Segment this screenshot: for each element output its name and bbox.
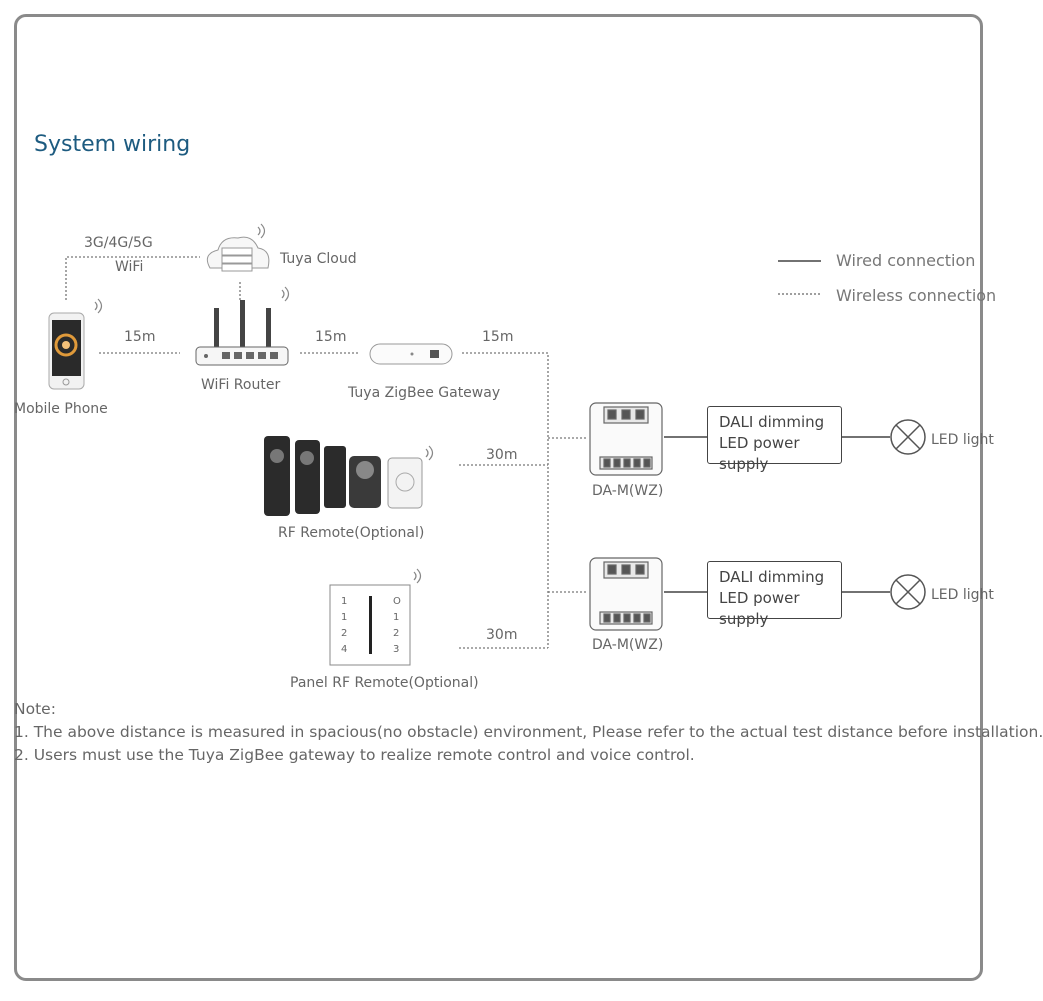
panel-key-label: 1 <box>341 612 348 623</box>
panel-remote-icon <box>329 584 411 666</box>
dam-label: DA-M(WZ) <box>592 637 664 653</box>
dam-module-icon <box>589 402 663 476</box>
link-phone-cloud <box>65 256 200 300</box>
note-item: 2. Users must use the Tuya ZigBee gatewa… <box>14 746 695 764</box>
gateway-label: Tuya ZigBee Gateway <box>348 385 501 401</box>
page-title: System wiring <box>34 132 191 157</box>
psu-line-2: LED power supply <box>719 589 800 628</box>
panel-key-label: O <box>393 596 401 607</box>
cloud-label: Tuya Cloud <box>280 251 357 267</box>
led-light-icon <box>890 419 926 455</box>
zigbee-gateway-icon <box>369 343 453 365</box>
rf-remote-label: RF Remote(Optional) <box>278 525 425 541</box>
dali-power-supply-box: DALI dimming LED power supply <box>707 406 842 473</box>
mobile-network-label: 3G/4G/5G <box>84 235 153 251</box>
panel-key-label: 2 <box>393 628 400 639</box>
distance-label: 15m <box>482 329 514 345</box>
router-label: WiFi Router <box>201 377 281 393</box>
distance-label: 15m <box>124 329 156 345</box>
wireless-signal-icon <box>94 298 103 314</box>
led-light-icon <box>890 574 926 610</box>
wireless-signal-icon <box>413 568 422 584</box>
distance-label: 30m <box>486 627 518 643</box>
rf-remote-icon <box>264 436 423 516</box>
panel-key-label: 1 <box>341 596 348 607</box>
panel-key-label: 2 <box>341 628 348 639</box>
panel-remote-label: Panel RF Remote(Optional) <box>290 675 479 691</box>
wifi-router-icon <box>195 300 289 366</box>
panel-key-label: 1 <box>393 612 400 623</box>
wiring-diagram <box>48 223 926 666</box>
wifi-network-label: WiFi <box>115 259 144 275</box>
link-gateway-bus <box>462 352 549 648</box>
panel-key-label: 4 <box>341 644 348 655</box>
phone-label: Mobile Phone <box>14 401 108 417</box>
legend-wired-label: Wired connection <box>836 251 976 270</box>
led-light-label: LED light <box>931 587 994 603</box>
distance-label: 15m <box>315 329 347 345</box>
dam-label: DA-M(WZ) <box>592 483 664 499</box>
distance-label: 30m <box>486 447 518 463</box>
page-frame <box>14 14 983 981</box>
dali-power-supply-box: DALI dimming LED power supply <box>707 561 842 628</box>
dam-module-icon <box>589 557 663 631</box>
mobile-phone-icon <box>48 312 85 390</box>
cloud-icon <box>206 236 270 272</box>
legend-wireless-label: Wireless connection <box>836 286 997 305</box>
psu-line-1: DALI dimming <box>719 568 825 586</box>
notes-heading: Note: <box>14 700 56 718</box>
wireless-signal-icon <box>425 445 434 461</box>
led-light-label: LED light <box>931 432 994 448</box>
wireless-signal-icon <box>281 286 290 302</box>
panel-key-label: 3 <box>393 644 400 655</box>
wireless-signal-icon <box>257 223 266 239</box>
psu-line-1: DALI dimming <box>719 413 825 431</box>
psu-line-2: LED power supply <box>719 434 800 473</box>
note-item: 1. The above distance is measured in spa… <box>14 723 1043 741</box>
